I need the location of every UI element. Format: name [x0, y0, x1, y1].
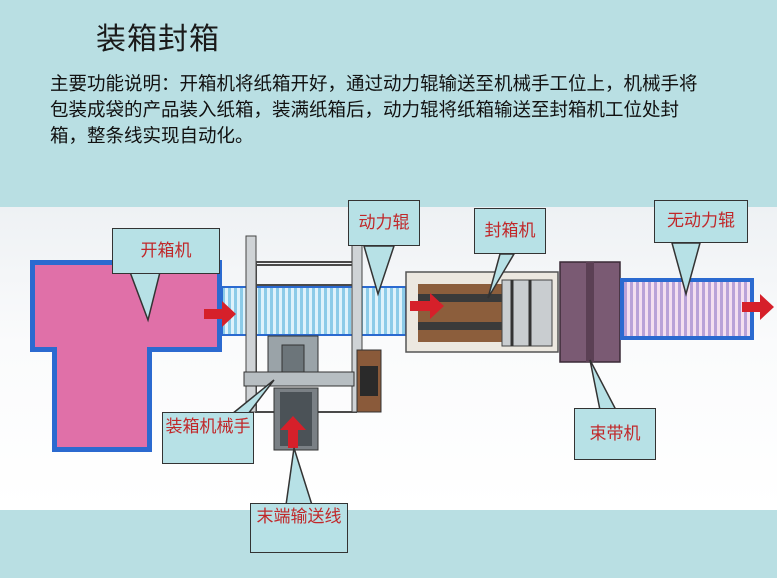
bottom-band [0, 510, 777, 578]
label-unpowered-roller: 无动力辊 [654, 200, 748, 243]
label-box-sealer: 封箱机 [474, 208, 546, 254]
pointer-unpowered-roller [671, 242, 701, 297]
label-box-opener: 开箱机 [112, 228, 220, 274]
arrow-up [280, 416, 306, 448]
arrow-right-3 [742, 294, 774, 320]
arrow-right-2 [410, 293, 444, 319]
page-title: 装箱封箱 [96, 22, 220, 57]
description-text: 主要功能说明：开箱机将纸箱开好，通过动力辊输送至机械手工位上，机械手将包装成袋的… [50, 74, 698, 147]
label-packing-robot: 装箱机械手 [162, 412, 254, 464]
label-powered-roller: 动力辊 [348, 200, 420, 246]
pointer-powered-roller [363, 245, 396, 297]
powered-roller-conveyor-2 [255, 286, 407, 336]
arrow-right-1 [204, 301, 236, 327]
pointer-box-sealer [487, 253, 516, 299]
label-end-conveyor: 末端输送线 [250, 503, 348, 553]
robot-arm [243, 335, 355, 387]
label-strapping-machine: 束带机 [574, 408, 656, 460]
pointer-end-conveyor [285, 447, 314, 506]
pointer-strapping-machine [589, 359, 618, 411]
flow-arrows [204, 293, 774, 448]
